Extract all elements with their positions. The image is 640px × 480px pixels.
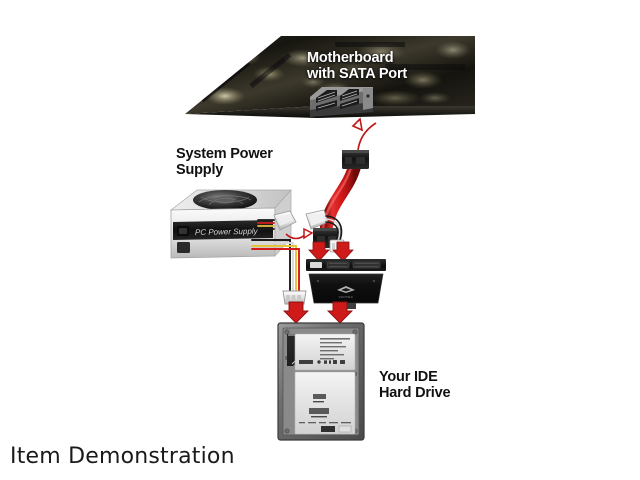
psu-brand-text: PC Power Supply bbox=[195, 227, 259, 237]
arrow-sata-to-motherboard bbox=[351, 117, 377, 151]
arrow-hdd-data-down bbox=[326, 301, 354, 324]
motherboard-callout-label: Motherboard with SATA Port bbox=[307, 50, 408, 83]
motherboard-illustration bbox=[185, 36, 475, 118]
arrow-molex-join bbox=[285, 227, 314, 240]
molex-connector-b bbox=[305, 209, 329, 230]
ide-hard-drive-component bbox=[277, 322, 365, 441]
motherboard-component: Motherboard with SATA Port bbox=[185, 18, 475, 138]
hdd-barcode-bottom bbox=[321, 425, 352, 433]
power-cable-harness bbox=[251, 209, 345, 305]
arrow-adapter-power-down bbox=[308, 241, 330, 262]
sata-cable-highlight bbox=[321, 164, 353, 233]
hdd-insert-arrows bbox=[282, 301, 354, 324]
psu-ac-socket bbox=[177, 226, 189, 236]
psu-fan bbox=[193, 190, 257, 210]
sata-port bbox=[310, 87, 373, 117]
sata-connector-upper bbox=[342, 150, 369, 169]
hdd-barcode-block bbox=[309, 394, 329, 418]
sata-cable-ribbon bbox=[319, 163, 362, 233]
psu-brand-band bbox=[173, 220, 273, 240]
hdd-spec-label-bottom bbox=[294, 371, 356, 435]
hard-drive-callout-label: Your IDE Hard Drive bbox=[379, 369, 451, 402]
adapter-power-lead bbox=[325, 215, 343, 243]
adapter-screw-right bbox=[372, 279, 376, 283]
psu-wire-bundle-long bbox=[251, 239, 300, 293]
arrow-hdd-power-down bbox=[282, 301, 310, 324]
molex-connector-hdd bbox=[282, 290, 307, 305]
power-supply-callout-label: System Power Supply bbox=[176, 146, 273, 179]
psu-wire-bundle-top bbox=[257, 219, 275, 230]
psu-power-switch[interactable] bbox=[177, 242, 190, 253]
adapter-insert-arrows bbox=[308, 241, 354, 262]
caption-text: Item Demonstration bbox=[10, 444, 235, 469]
molex-connector-a bbox=[273, 210, 297, 231]
hdd-spec-label-lines bbox=[320, 338, 350, 360]
adapter-header-strip bbox=[306, 259, 386, 271]
hdd-small-print bbox=[299, 422, 351, 424]
adapter-screw-left bbox=[316, 279, 320, 283]
arrow-adapter-data-down bbox=[332, 241, 354, 262]
adapter-logo: VANTEC bbox=[337, 286, 355, 299]
svg-text:VANTEC: VANTEC bbox=[339, 295, 354, 299]
hdd-cert-icons bbox=[299, 360, 345, 364]
